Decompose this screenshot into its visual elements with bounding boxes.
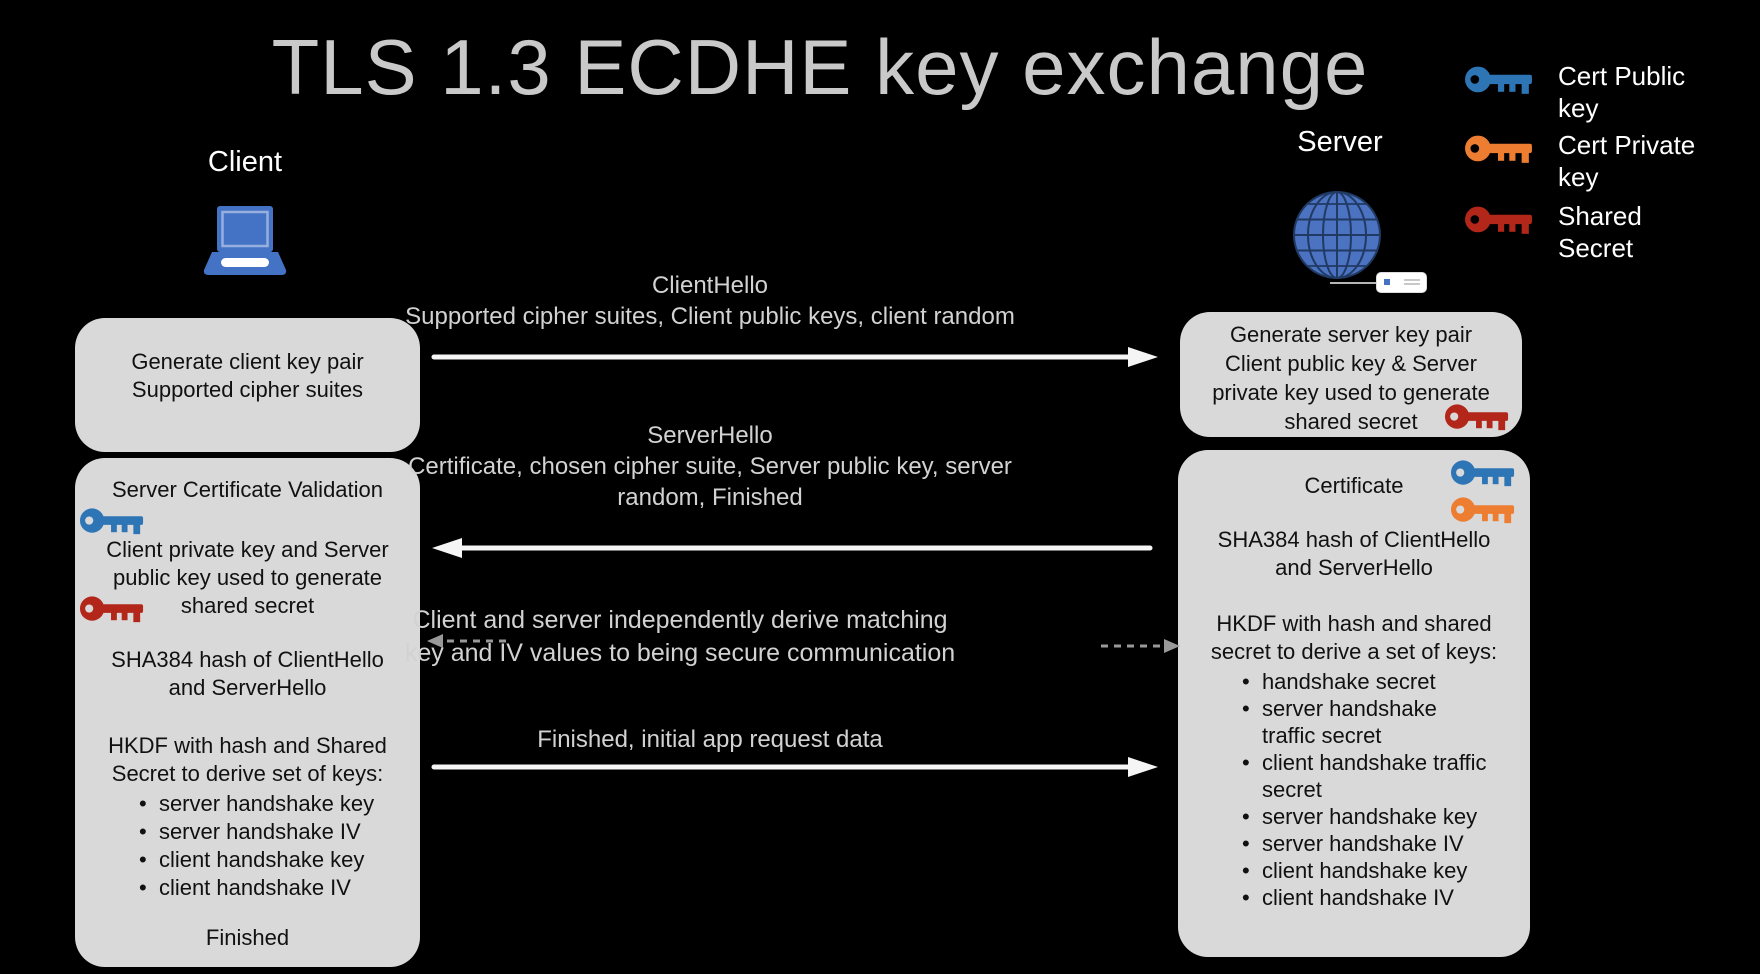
server-box-title: Certificate bbox=[1304, 473, 1404, 498]
server-derived-keys-list: handshake secret server handshake traffi… bbox=[1178, 668, 1530, 911]
network-dongle-icon bbox=[1377, 273, 1426, 292]
legend-label: Shared Secret bbox=[1558, 201, 1642, 263]
derive-arrow-to-server bbox=[1101, 639, 1180, 653]
cert-public-key-icon bbox=[79, 506, 145, 539]
server-to-client-arrow bbox=[432, 538, 1153, 558]
derive-arrow-to-client bbox=[427, 634, 506, 648]
client-hash-text: SHA384 hash of ClientHello and ServerHel… bbox=[111, 647, 384, 700]
page-title: TLS 1.3 ECDHE key exchange bbox=[271, 23, 1369, 111]
legend-item-cert-public-key: Cert Public key bbox=[1464, 60, 1760, 124]
list-item: client handshake traffic secret bbox=[1242, 749, 1520, 803]
list-item: server handshake traffic secret bbox=[1242, 695, 1520, 749]
client-hello-message: ClientHello Supported cipher suites, Cli… bbox=[390, 270, 1030, 332]
legend-item-cert-private-key: Cert Private key bbox=[1464, 129, 1760, 193]
cert-private-key-icon bbox=[1464, 133, 1534, 168]
list-item: handshake secret bbox=[1242, 668, 1520, 695]
cert-private-key-icon bbox=[1450, 495, 1516, 528]
server-hkdf-text: HKDF with hash and shared secret to deri… bbox=[1210, 611, 1498, 664]
dongle-led bbox=[1384, 279, 1390, 285]
client-keygen-box: Generate client key pair Supported ciphe… bbox=[75, 318, 420, 452]
shared-secret-key-icon bbox=[1464, 204, 1534, 239]
derive-note-text: Client and server independently derive m… bbox=[404, 606, 956, 667]
client-finished-text: Finished bbox=[205, 925, 290, 950]
message-detail: Certificate, chosen cipher suite, Server… bbox=[408, 453, 1012, 511]
client-derived-keys-list: server handshake key server handshake IV… bbox=[75, 790, 420, 902]
server-actor-label: Server bbox=[1297, 126, 1383, 158]
client-derivation-box: Server Certificate Validation Client pri… bbox=[75, 458, 420, 967]
globe-icon bbox=[1291, 189, 1383, 281]
client-hkdf-text: HKDF with hash and Shared Secret to deri… bbox=[108, 733, 387, 786]
message-title: ClientHello bbox=[651, 272, 769, 299]
shared-secret-key-icon bbox=[79, 594, 145, 627]
list-item: client handshake key bbox=[1242, 857, 1520, 884]
list-item: server handshake IV bbox=[139, 818, 410, 846]
shared-secret-key-icon bbox=[1444, 402, 1510, 435]
finished-arrow bbox=[431, 757, 1158, 777]
list-item: server handshake IV bbox=[1242, 830, 1520, 857]
server-keygen-text: Generate server key pair Client public k… bbox=[1212, 322, 1490, 434]
legend-label: Cert Public key bbox=[1558, 61, 1686, 123]
client-shared-secret-text: Client private key and Server public key… bbox=[106, 537, 389, 618]
server-hello-message: ServerHello Certificate, chosen cipher s… bbox=[390, 420, 1030, 513]
message-title: Finished, initial app request data bbox=[537, 726, 883, 753]
dongle-vent-line bbox=[1404, 279, 1420, 281]
cert-public-key-icon bbox=[1450, 458, 1516, 491]
dongle-vent-line bbox=[1404, 283, 1420, 285]
network-cable bbox=[1330, 282, 1378, 284]
legend-item-shared-secret: Shared Secret bbox=[1464, 200, 1760, 264]
server-derivation-box: Certificate SHA384 hash of ClientHello a… bbox=[1178, 450, 1530, 957]
list-item: client handshake IV bbox=[1242, 884, 1520, 911]
legend-label: Cert Private key bbox=[1558, 130, 1696, 192]
client-box-title: Server Certificate Validation bbox=[111, 477, 384, 502]
message-title: ServerHello bbox=[647, 422, 773, 449]
server-keygen-box: Generate server key pair Client public k… bbox=[1180, 312, 1522, 437]
list-item: server handshake key bbox=[139, 790, 410, 818]
list-item: server handshake key bbox=[1242, 803, 1520, 830]
list-item: client handshake key bbox=[139, 846, 410, 874]
client-to-server-arrow bbox=[431, 347, 1158, 367]
list-item: client handshake IV bbox=[139, 874, 410, 902]
laptop-icon bbox=[202, 204, 288, 278]
message-detail: Supported cipher suites, Client public k… bbox=[405, 303, 1015, 330]
finished-message: Finished, initial app request data bbox=[390, 724, 1030, 755]
cert-public-key-icon bbox=[1464, 64, 1534, 99]
client-actor-label: Client bbox=[207, 146, 283, 178]
server-hash-text: SHA384 hash of ClientHello and ServerHel… bbox=[1217, 527, 1491, 580]
client-keygen-text: Generate client key pair Supported ciphe… bbox=[131, 349, 364, 402]
